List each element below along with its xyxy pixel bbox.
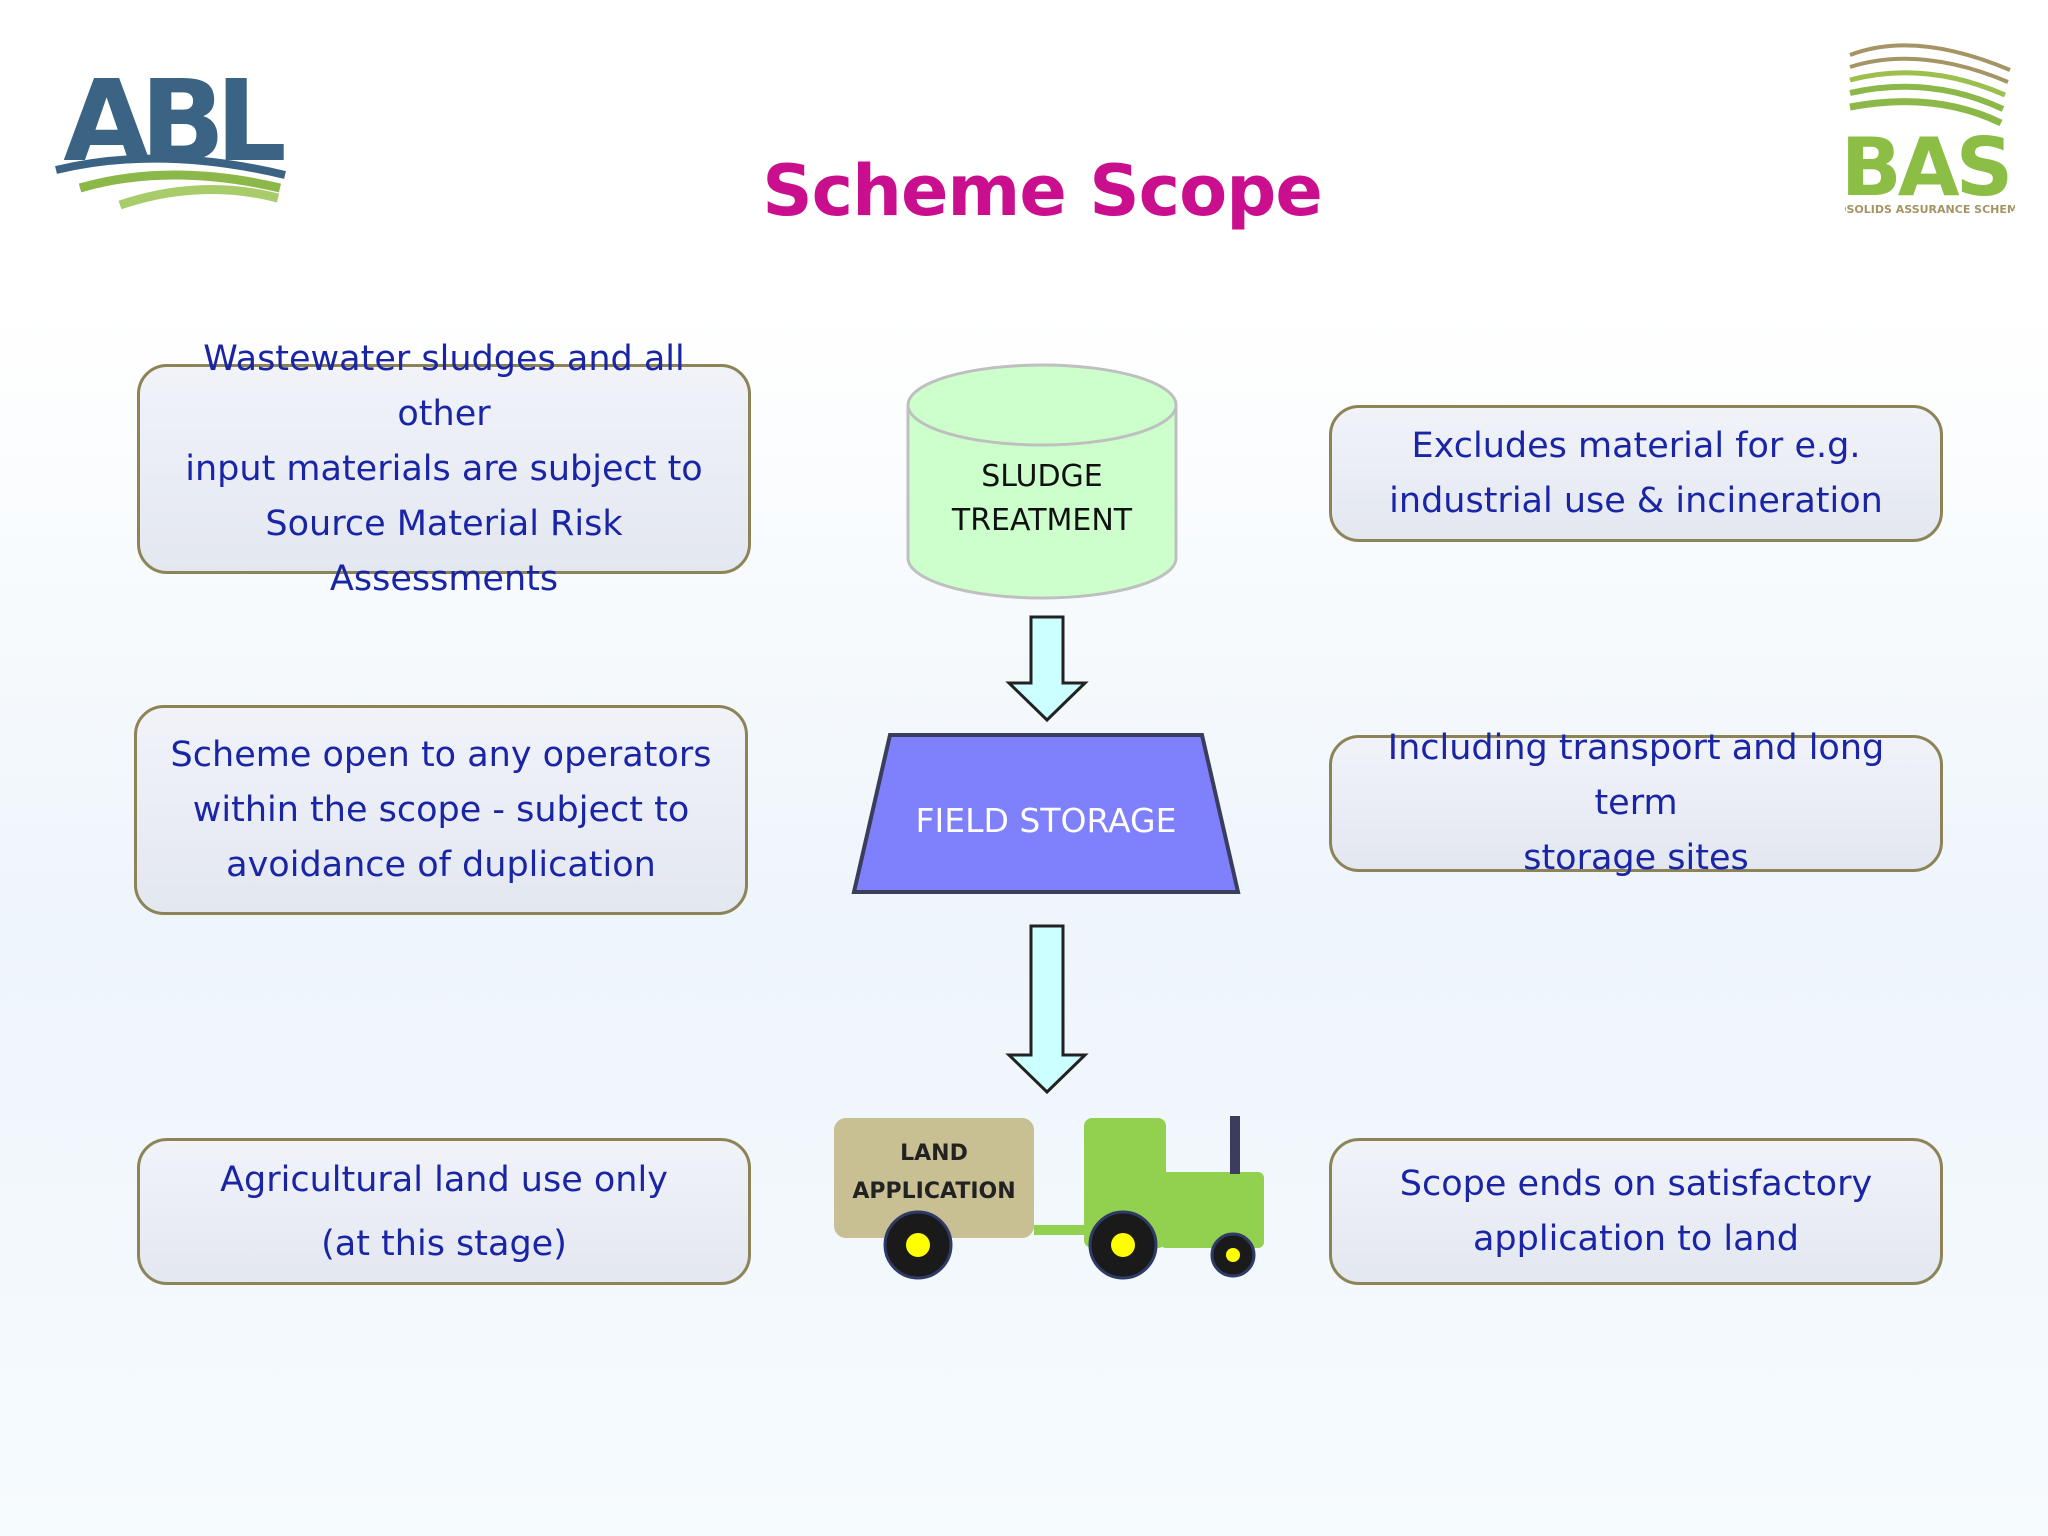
- box-line: Agricultural land use only: [220, 1159, 668, 1200]
- box-line: storage sites: [1523, 838, 1749, 878]
- box-line: Excludes material for e.g.: [1411, 425, 1861, 466]
- box-line: industrial use & incineration: [1389, 480, 1883, 521]
- transport-box: Including transport and long term storag…: [1329, 728, 1943, 878]
- bas-logo: BAS BIOSOLIDS ASSURANCE SCHEME: [1845, 43, 2015, 216]
- bas-logo-subtitle: BIOSOLIDS ASSURANCE SCHEME: [1845, 203, 2015, 216]
- arrow-down-icon: [1005, 615, 1089, 723]
- process-flow: SLUDGE TREATMENT FIELD STORAGE LAND APPL…: [834, 363, 1264, 1280]
- box-line: Scheme open to any operators: [170, 734, 712, 775]
- field-storage-shape: FIELD STORAGE: [851, 733, 1241, 894]
- bas-logo-text: BAS: [1845, 121, 2009, 214]
- cylinder-label-line2: TREATMENT: [951, 503, 1133, 538]
- source-material-box: Wastewater sludges and all other input m…: [137, 339, 751, 599]
- scope-ends-box: Scope ends on satisfactory application t…: [1329, 1138, 1943, 1285]
- abl-logo: ABL: [55, 57, 294, 210]
- box-line: Source Material Risk Assessments: [265, 503, 623, 599]
- box-line: Scope ends on satisfactory: [1399, 1163, 1873, 1204]
- tractor-icon: LAND APPLICATION: [834, 1116, 1264, 1280]
- box-line: Wastewater sludges and all other: [203, 338, 685, 434]
- trailer-label-line1: LAND: [900, 1141, 968, 1166]
- box-line: avoidance of duplication: [226, 844, 656, 885]
- operators-box: Scheme open to any operators within the …: [134, 705, 748, 915]
- trailer: [834, 1118, 1034, 1238]
- field-storage-label: FIELD STORAGE: [916, 801, 1177, 840]
- box-line: within the scope - subject to: [192, 789, 690, 830]
- box-line: application to land: [1472, 1218, 1799, 1259]
- box-line: (at this stage): [321, 1223, 567, 1264]
- page-title: Scheme Scope: [762, 150, 1323, 232]
- cylinder-label-line1: SLUDGE: [981, 459, 1103, 494]
- sludge-treatment-cylinder: SLUDGE TREATMENT: [906, 363, 1178, 600]
- box-line: input materials are subject to: [185, 448, 703, 489]
- arrow-down-icon: [1005, 924, 1089, 1095]
- box-line: Including transport and long term: [1387, 728, 1885, 823]
- agricultural-box: Agricultural land use only (at this stag…: [137, 1138, 751, 1285]
- trailer-label-line2: APPLICATION: [852, 1179, 1015, 1204]
- excludes-box: Excludes material for e.g. industrial us…: [1329, 405, 1943, 542]
